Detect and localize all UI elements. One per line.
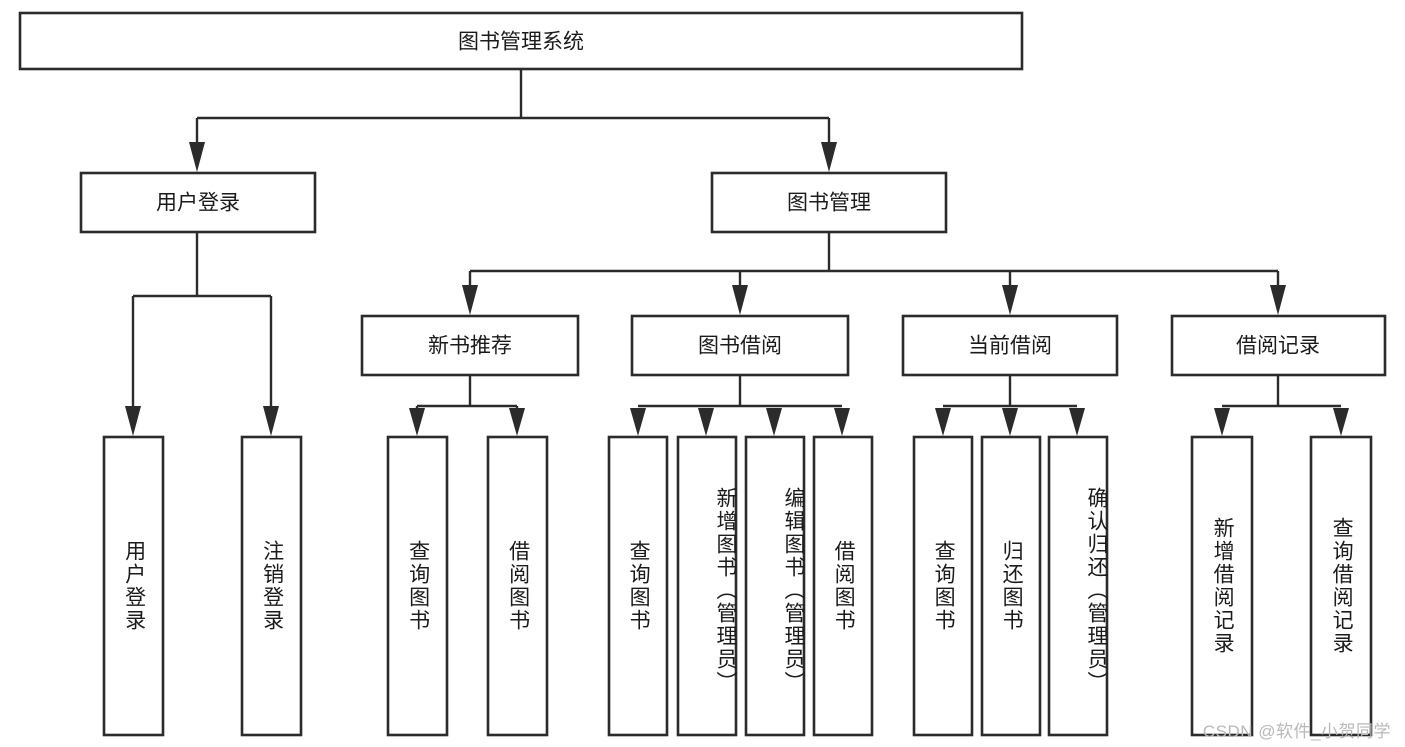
node-current-borrow-box[interactable] — [901, 314, 1119, 377]
arrow-root-to-book-mgmt — [821, 142, 837, 172]
leaf-label-return-book: 归还图书 — [1000, 540, 1024, 632]
leaf-label-query-borrow-record: 查询借阅记录 — [1330, 517, 1354, 655]
leaf-label-edit-book-admin: 编辑图书（管理员） — [782, 486, 805, 694]
node-new-book-recommend-box[interactable] — [360, 314, 580, 377]
leaf-label-borrow-book-1: 借阅图书 — [506, 540, 530, 632]
arrow-borrow-record-leaf-1 — [1214, 408, 1230, 436]
leaf-label-query-book-2: 查询图书 — [627, 540, 651, 632]
arrow-current-borrow-leaf-1 — [935, 408, 951, 436]
node-borrow-record-label: 借阅记录 — [1236, 335, 1320, 358]
node-user-login-box[interactable] — [79, 171, 317, 234]
node-root-title-box[interactable] — [18, 11, 1024, 71]
leaf-box-user-login[interactable] — [102, 435, 165, 737]
leaf-box-add-book-admin[interactable] — [676, 435, 738, 737]
leaf-box-borrow-book-2[interactable] — [812, 435, 874, 737]
node-root-title[interactable]: 图书管理系统 — [18, 11, 1024, 71]
node-book-management-label: 图书管理 — [787, 192, 871, 215]
node-book-management-box[interactable] — [710, 171, 948, 234]
leaf-box-query-book-1[interactable] — [386, 435, 449, 737]
leaf-box-add-borrow-record[interactable] — [1190, 435, 1254, 737]
leaf-box-edit-book-admin[interactable] — [744, 435, 806, 737]
arrow-to-borrow-record — [1270, 285, 1286, 315]
node-borrow-record[interactable]: 借阅记录 — [1170, 314, 1387, 377]
leaf-label-query-book-3: 查询图书 — [932, 540, 956, 632]
arrow-user-login-leaf-2 — [263, 406, 279, 436]
node-new-book-recommend-label: 新书推荐 — [428, 335, 512, 358]
leaf-label-add-book-admin: 新增图书（管理员） — [714, 486, 737, 694]
leaf-label-user-login: 用户登录 — [122, 540, 146, 632]
arrow-new-book-leaf-2 — [509, 408, 525, 436]
leaf-label-borrow-book-2: 借阅图书 — [832, 540, 856, 632]
arrow-to-new-book — [462, 285, 478, 315]
arrow-borrow-record-leaf-2 — [1333, 408, 1349, 436]
leaf-box-return-book[interactable] — [980, 435, 1042, 737]
node-book-management[interactable]: 图书管理 — [710, 171, 948, 234]
leaf-box-query-book-2[interactable] — [607, 435, 669, 737]
connector-group-book-borrow — [630, 376, 850, 436]
leaf-box-query-book-3[interactable] — [912, 435, 974, 737]
arrow-book-borrow-leaf-2 — [698, 408, 714, 436]
leaf-label-query-book-1: 查询图书 — [406, 540, 430, 632]
arrow-current-borrow-leaf-2 — [1002, 408, 1018, 436]
arrow-book-borrow-leaf-1 — [630, 408, 646, 436]
leaf-box-logout-login[interactable] — [240, 435, 303, 737]
node-current-borrow[interactable]: 当前借阅 — [901, 314, 1119, 377]
leaf-box-borrow-book-1[interactable] — [486, 435, 549, 737]
connector-group-new-book — [409, 376, 525, 436]
connector-group-borrow-record — [1214, 376, 1349, 436]
connector-group-user-login — [125, 233, 279, 436]
node-user-login[interactable]: 用户登录 — [79, 171, 317, 234]
leaf-box-query-borrow-record[interactable] — [1309, 435, 1373, 737]
arrow-book-borrow-leaf-3 — [766, 408, 782, 436]
arrow-to-current-borrow — [1002, 285, 1018, 315]
node-borrow-record-box[interactable] — [1170, 314, 1387, 377]
connector-group-book-mgmt — [462, 233, 1286, 315]
node-book-borrow[interactable]: 图书借阅 — [630, 314, 850, 377]
node-user-login-label: 用户登录 — [156, 192, 240, 215]
csdn-watermark: CSDN @软件_小贺同学 — [1202, 722, 1391, 741]
node-book-borrow-label: 图书借阅 — [698, 335, 782, 358]
arrow-current-borrow-leaf-3 — [1069, 408, 1085, 436]
leaf-label-logout-login: 注销登录 — [260, 540, 284, 632]
arrow-to-book-borrow — [732, 285, 748, 315]
arrow-user-login-leaf-1 — [125, 406, 141, 436]
node-current-borrow-label: 当前借阅 — [968, 335, 1052, 358]
leaf-label-add-borrow-record: 新增借阅记录 — [1211, 517, 1235, 655]
arrow-new-book-leaf-1 — [409, 408, 425, 436]
node-new-book-recommend[interactable]: 新书推荐 — [360, 314, 580, 377]
connector-group-current-borrow — [935, 376, 1085, 436]
arrow-book-borrow-leaf-4 — [834, 408, 850, 436]
node-root-title-label: 图书管理系统 — [458, 31, 584, 54]
leaf-box-confirm-return-admin[interactable] — [1047, 435, 1109, 737]
arrow-root-to-user-login — [189, 142, 205, 172]
leaf-label-confirm-return-admin: 确认归还（管理员） — [1085, 486, 1108, 694]
connector-group-root — [189, 69, 837, 172]
node-book-borrow-box[interactable] — [630, 314, 850, 377]
